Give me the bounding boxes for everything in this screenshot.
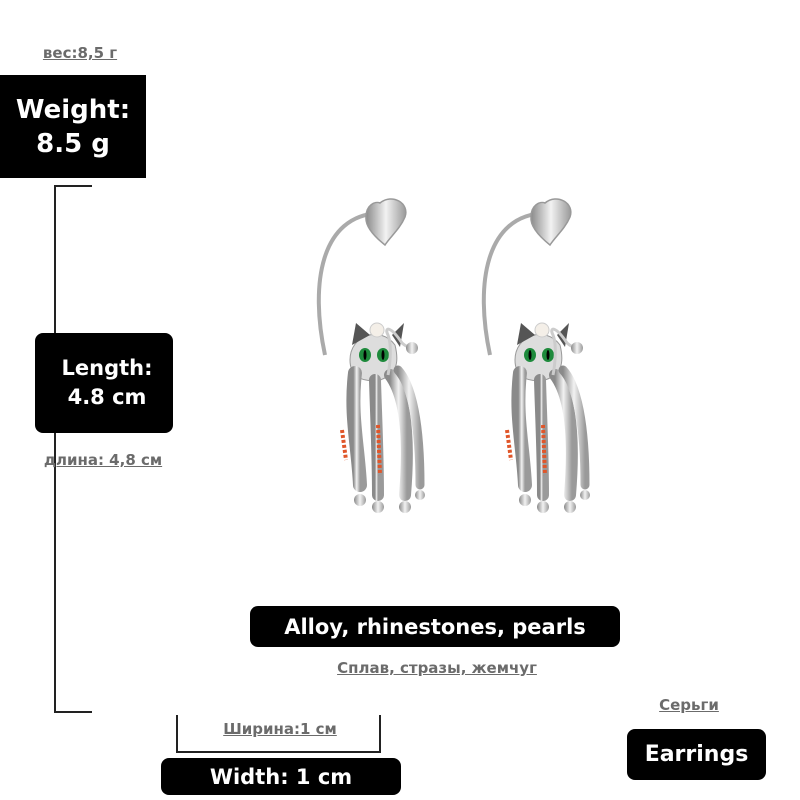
width-dimension-right-tick (379, 715, 381, 753)
type-label: Earrings (644, 742, 749, 767)
length-dimension-line (54, 186, 56, 713)
width-dimension-line (176, 751, 381, 753)
type-label-ru: Серьги (659, 696, 719, 714)
earring-right (484, 199, 590, 513)
width-label: Width: 1 cm (209, 764, 353, 789)
length-badge: Length: 4.8 cm (35, 333, 173, 433)
length-label-ru: длина: 4,8 см (43, 451, 163, 469)
width-label-ru: Ширина:1 см (223, 720, 337, 738)
material-badge: Alloy, rhinestones, pearls (250, 606, 620, 647)
length-dimension-top-tick (54, 185, 92, 187)
weight-label: Weight: (15, 94, 131, 125)
length-value: 4.8 cm (67, 385, 147, 409)
length-dimension-bottom-tick (54, 711, 92, 713)
material-label-ru: Сплав, стразы, жемчуг (337, 659, 537, 677)
length-label: Length: (61, 356, 153, 380)
width-dimension-left-tick (176, 715, 178, 753)
cat-earrings-image (316, 195, 630, 535)
weight-badge: Weight: 8.5 g (0, 75, 146, 178)
width-badge: Width: 1 cm (161, 758, 401, 795)
weight-label-ru: вес:8,5 г (42, 44, 118, 62)
weight-value: 8.5 g (36, 128, 110, 159)
material-label: Alloy, rhinestones, pearls (284, 614, 586, 639)
earring-left (316, 198, 425, 513)
type-badge: Earrings (627, 729, 766, 780)
